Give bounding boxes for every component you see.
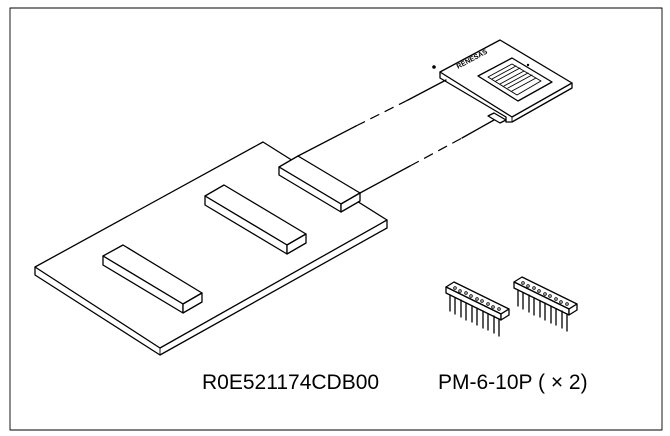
adapter-board: RENESAS xyxy=(432,39,573,124)
figure-frame xyxy=(9,7,663,431)
board-connector-front xyxy=(102,244,203,314)
flexible-cable xyxy=(297,79,495,194)
pin-header-right xyxy=(513,276,578,332)
pin-header-part-label: PM-6-10P ( × 2) xyxy=(438,371,588,394)
converter-board xyxy=(34,141,388,356)
adapter-socket-pins xyxy=(491,65,537,92)
board-connector-middle xyxy=(204,184,307,255)
pin-header-left xyxy=(445,281,510,337)
board-connector-cable xyxy=(278,155,361,213)
pin1-marker-dot xyxy=(432,65,436,69)
corner-mark xyxy=(526,63,530,67)
board-part-label: R0E521174CDB00 xyxy=(202,371,379,394)
